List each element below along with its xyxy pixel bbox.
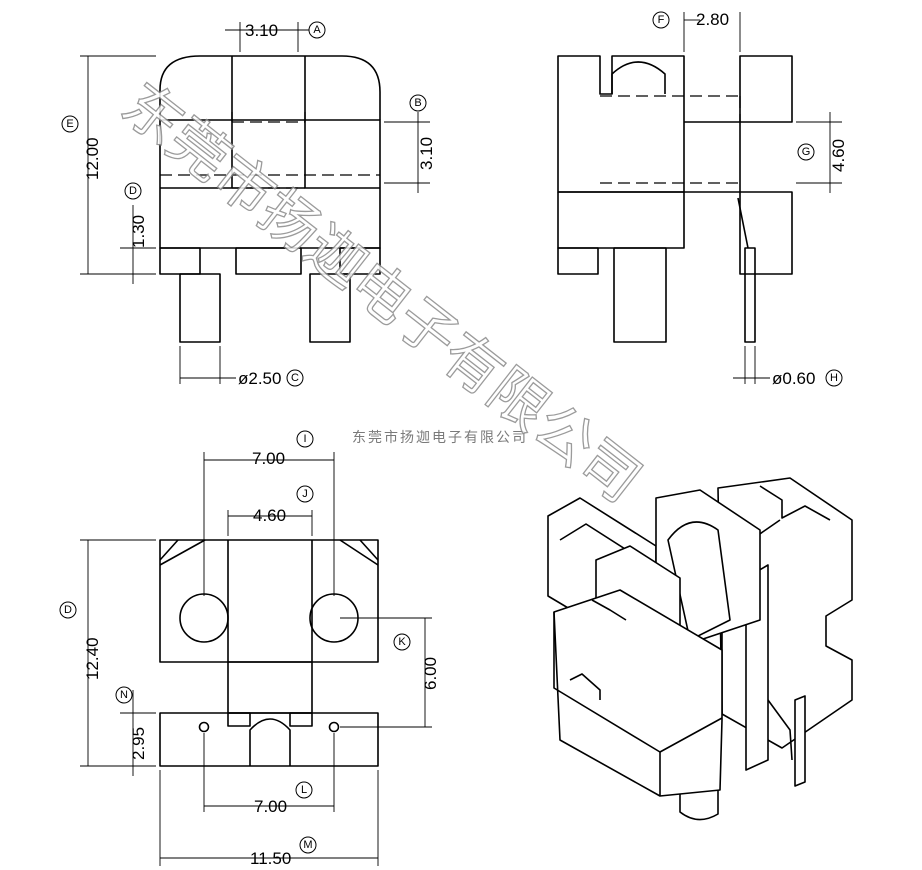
watermark-small: 东莞市扬迦电子有限公司 [352, 429, 528, 446]
dim-label-H: ø0.60 [772, 369, 815, 388]
svg-text:B: B [414, 97, 421, 109]
dim-label-K: 6.00 [421, 657, 440, 690]
dim-label-J: 4.60 [253, 506, 286, 525]
callout-L: L [295, 781, 313, 799]
callout-B: B [409, 94, 427, 112]
callout-J: J [296, 485, 314, 503]
dim-label-B: 3.10 [417, 137, 436, 170]
callout-C: C [286, 369, 304, 387]
svg-text:D: D [64, 604, 72, 616]
callout-H: H [825, 369, 843, 387]
dim-label-N: 2.95 [129, 727, 148, 760]
svg-text:C: C [291, 372, 299, 384]
callout-F: F [652, 11, 670, 29]
callout-A: A [308, 21, 326, 39]
dim-label-I: 7.00 [252, 449, 285, 468]
svg-text:D: D [129, 185, 137, 197]
svg-text:E: E [66, 118, 73, 130]
callout-G: G [797, 143, 815, 161]
callout-M: M [299, 836, 317, 854]
callout-K: K [393, 633, 411, 651]
dim-label-M: 11.50 [250, 849, 291, 868]
watermark-large: 东莞市扬迦电子有限公司 [109, 69, 654, 515]
dim-label-L: 7.00 [254, 797, 287, 816]
front-view [80, 22, 430, 384]
dimension-labels: 3.10 3.10 ø2.50 1.30 12.00 2.80 4.60 ø0.… [83, 10, 848, 868]
svg-text:M: M [303, 839, 312, 851]
dim-label-G: 4.60 [829, 139, 848, 172]
svg-text:I: I [303, 433, 306, 445]
svg-text:H: H [830, 372, 838, 384]
side-view [557, 12, 842, 384]
callouts: A B C D E F G H I J K L M N D [59, 11, 843, 854]
dim-label-C: ø2.50 [238, 369, 281, 388]
dim-label-F: 2.80 [696, 10, 729, 29]
svg-text:N: N [120, 689, 128, 701]
isometric-view [547, 477, 853, 821]
svg-text:G: G [802, 146, 811, 158]
dim-label-D-front: 1.30 [129, 215, 148, 248]
callout-E: E [61, 115, 79, 133]
svg-text:K: K [398, 636, 406, 648]
svg-text:J: J [302, 488, 308, 500]
svg-text:L: L [301, 784, 307, 796]
bottom-view [80, 452, 432, 866]
callout-D-bottom: D [59, 601, 77, 619]
callout-N: N [115, 686, 133, 704]
dim-label-A: 3.10 [245, 21, 278, 40]
svg-text:A: A [313, 24, 321, 36]
svg-text:F: F [658, 14, 665, 26]
dim-label-E: 12.00 [83, 137, 102, 180]
callout-I: I [296, 430, 314, 448]
callout-D-front: D [124, 182, 142, 200]
dim-label-D-bottom: 12.40 [83, 637, 102, 680]
